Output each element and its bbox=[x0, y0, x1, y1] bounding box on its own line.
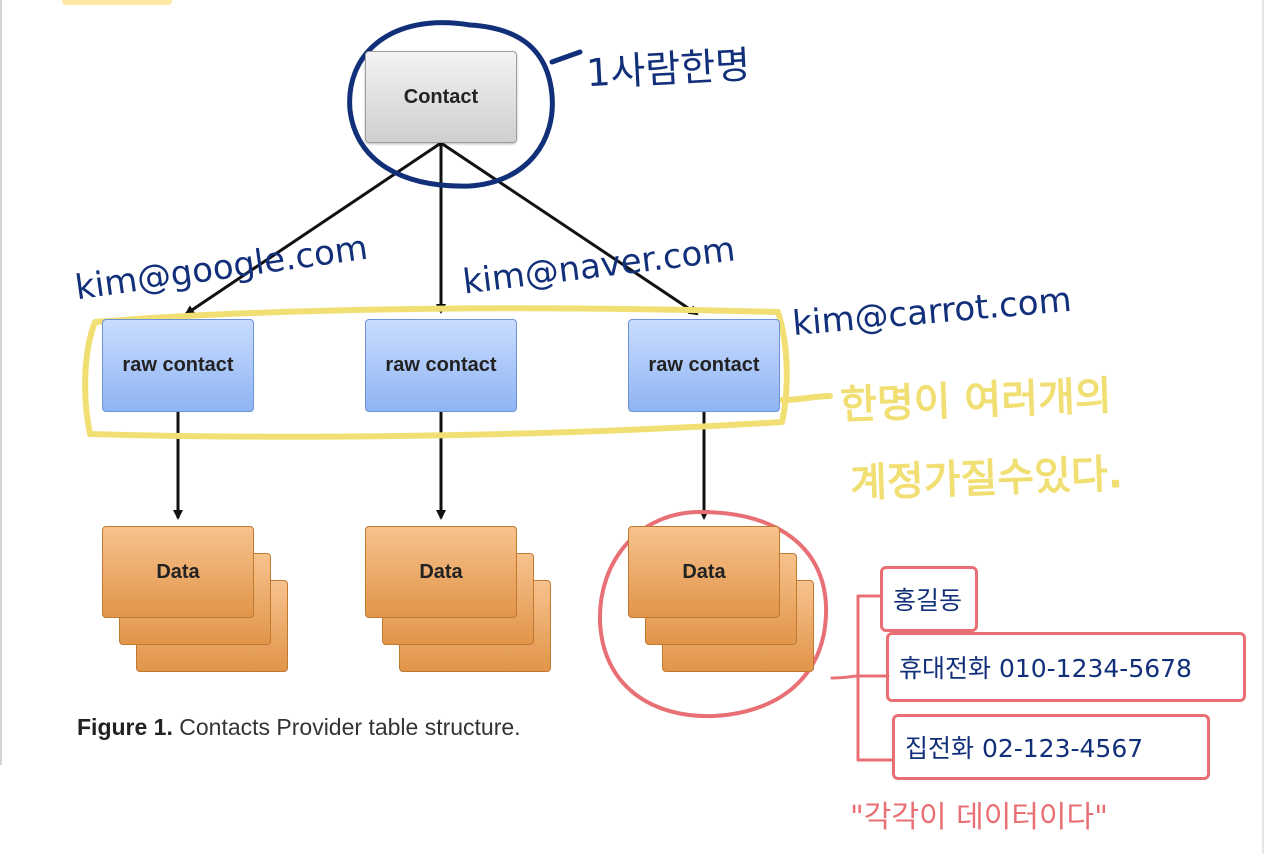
arrow-contact-to-raw-3 bbox=[440, 141, 699, 316]
accounts-note-line-2: 계정가질수있다. bbox=[849, 451, 1124, 507]
figure-caption-number: Figure 1. bbox=[77, 714, 173, 740]
data-item-mobile: 휴대전화 010-1234-5678 bbox=[899, 654, 1192, 683]
accounts-note-line-1: 한명이 여러개의 bbox=[839, 373, 1113, 429]
data-item-home-box: 집전화 02-123-4567 bbox=[892, 714, 1210, 780]
data-node-1: Data bbox=[102, 526, 254, 618]
data-node-label: Data bbox=[682, 560, 726, 583]
data-item-name-box: 홍길동 bbox=[880, 566, 978, 632]
page-right-border bbox=[1262, 0, 1264, 854]
data-detail-bracket bbox=[830, 594, 894, 762]
figure-caption-text: Contacts Provider table structure. bbox=[172, 714, 521, 740]
data-note: "각각이 데이터이다" bbox=[850, 800, 1108, 835]
arrow-contact-to-raw-1 bbox=[184, 141, 442, 316]
raw-contact-node-3: raw contact bbox=[628, 319, 780, 412]
data-node-3: Data bbox=[628, 526, 780, 618]
raw-contacts-highlight bbox=[82, 305, 833, 440]
data-item-home: 집전화 02-123-4567 bbox=[905, 734, 1144, 763]
raw-contact-node-2: raw contact bbox=[365, 319, 517, 412]
data-item-name: 홍길동 bbox=[893, 586, 963, 615]
data-node-label: Data bbox=[419, 560, 463, 583]
raw-contact-label: raw contact bbox=[122, 354, 234, 376]
page-left-border bbox=[0, 0, 2, 765]
top-highlight-mark bbox=[62, 0, 172, 5]
contact-node-label: Contact bbox=[403, 85, 479, 108]
data-item-mobile-box: 휴대전화 010-1234-5678 bbox=[886, 632, 1246, 702]
contact-note: 1사람한명 bbox=[585, 42, 752, 96]
data-circle-annotation bbox=[597, 509, 829, 719]
contact-node: Contact bbox=[365, 51, 517, 143]
data-node-label: Data bbox=[156, 560, 200, 583]
data-node-2: Data bbox=[365, 526, 517, 618]
figure-caption: Figure 1. Contacts Provider table struct… bbox=[77, 714, 521, 741]
raw-contact-label: raw contact bbox=[385, 354, 497, 376]
raw-contact-node-1: raw contact bbox=[102, 319, 254, 412]
raw-contact-label: raw contact bbox=[648, 354, 760, 376]
